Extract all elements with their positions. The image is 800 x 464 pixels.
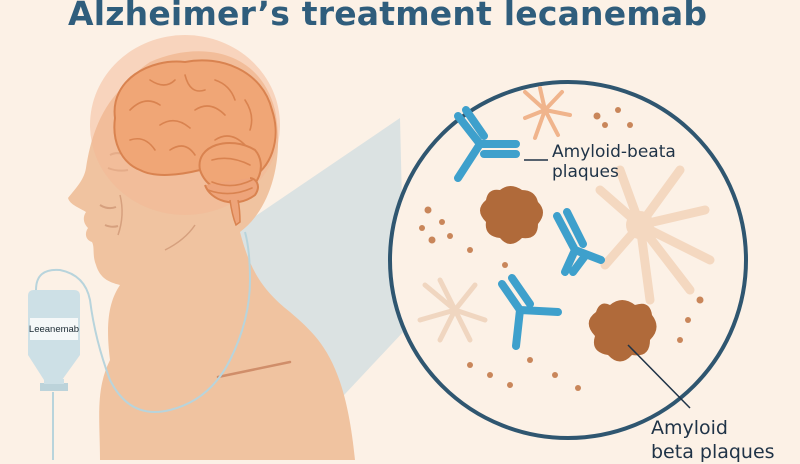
callout-antibody-label: Amyloid-beata plaques — [552, 142, 676, 182]
neuron-icon — [595, 165, 715, 305]
iv-bag-icon — [28, 290, 80, 391]
neuron-icon-top — [523, 86, 572, 140]
amyloid-plaque-icon — [480, 186, 657, 362]
magnifier-beam — [232, 118, 405, 410]
amyloid-dots — [419, 107, 704, 391]
brain-icon — [113, 59, 277, 227]
neuron-icon-small — [417, 277, 488, 343]
callout-plaque-line1: Amyloid — [651, 417, 728, 439]
callout-plaque-line2: beta plaques — [651, 441, 775, 463]
iv-bag-label: Leeanemab — [29, 318, 79, 340]
callout-antibody-line1: Amyloid-beata — [552, 142, 676, 162]
callout-antibody-line2: plaques — [552, 162, 619, 182]
antibody-icon — [454, 106, 605, 350]
iv-tube — [35, 231, 252, 413]
page-title: Alzheimer’s treatment lecanemab — [68, 0, 708, 33]
callout-line-plaque — [627, 344, 691, 409]
callout-plaque-label: Amyloid beta plaques — [651, 416, 775, 464]
